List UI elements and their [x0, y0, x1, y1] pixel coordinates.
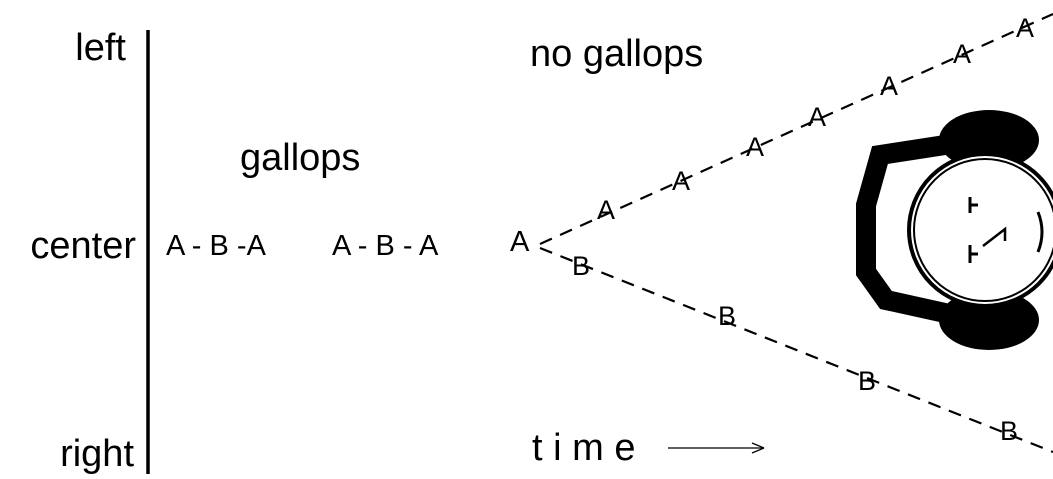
- lower-stream-letter-1: B: [572, 251, 590, 281]
- split-start-letter: A: [510, 226, 530, 258]
- lower-stream-letters: B B B B: [572, 251, 1018, 446]
- gallop-sequence-1: A - B -A: [166, 230, 267, 262]
- upper-stream-letter-3: A: [746, 132, 764, 162]
- right-arrow-icon: [668, 442, 765, 454]
- upper-stream-letter-7: A: [1016, 13, 1034, 43]
- upper-stream-letter-5: A: [880, 71, 898, 101]
- time-label: t i m e: [532, 427, 635, 469]
- upper-stream-line: [539, 12, 1053, 246]
- gallop-sequence-2: A - B - A: [332, 230, 439, 262]
- lower-stream-letter-2: B: [718, 301, 736, 331]
- axis-label-center: center: [30, 225, 136, 267]
- upper-stream-letters: A A A A A A A: [597, 13, 1034, 225]
- upper-stream-letter-2: A: [672, 166, 690, 196]
- axis-label-right: right: [60, 433, 134, 475]
- lower-stream-letter-3: B: [858, 366, 876, 396]
- gallops-label: gallops: [240, 137, 360, 179]
- no-gallops-label: no gallops: [530, 33, 703, 75]
- lower-stream-letter-4: B: [1000, 416, 1018, 446]
- lower-stream-line: [539, 246, 1053, 454]
- upper-stream-letter-4: A: [808, 102, 826, 132]
- axis-label-left: left: [75, 27, 126, 69]
- listener-head-icon: [856, 110, 1053, 350]
- upper-stream-letter-1: A: [597, 195, 615, 225]
- upper-stream-letter-6: A: [953, 39, 971, 69]
